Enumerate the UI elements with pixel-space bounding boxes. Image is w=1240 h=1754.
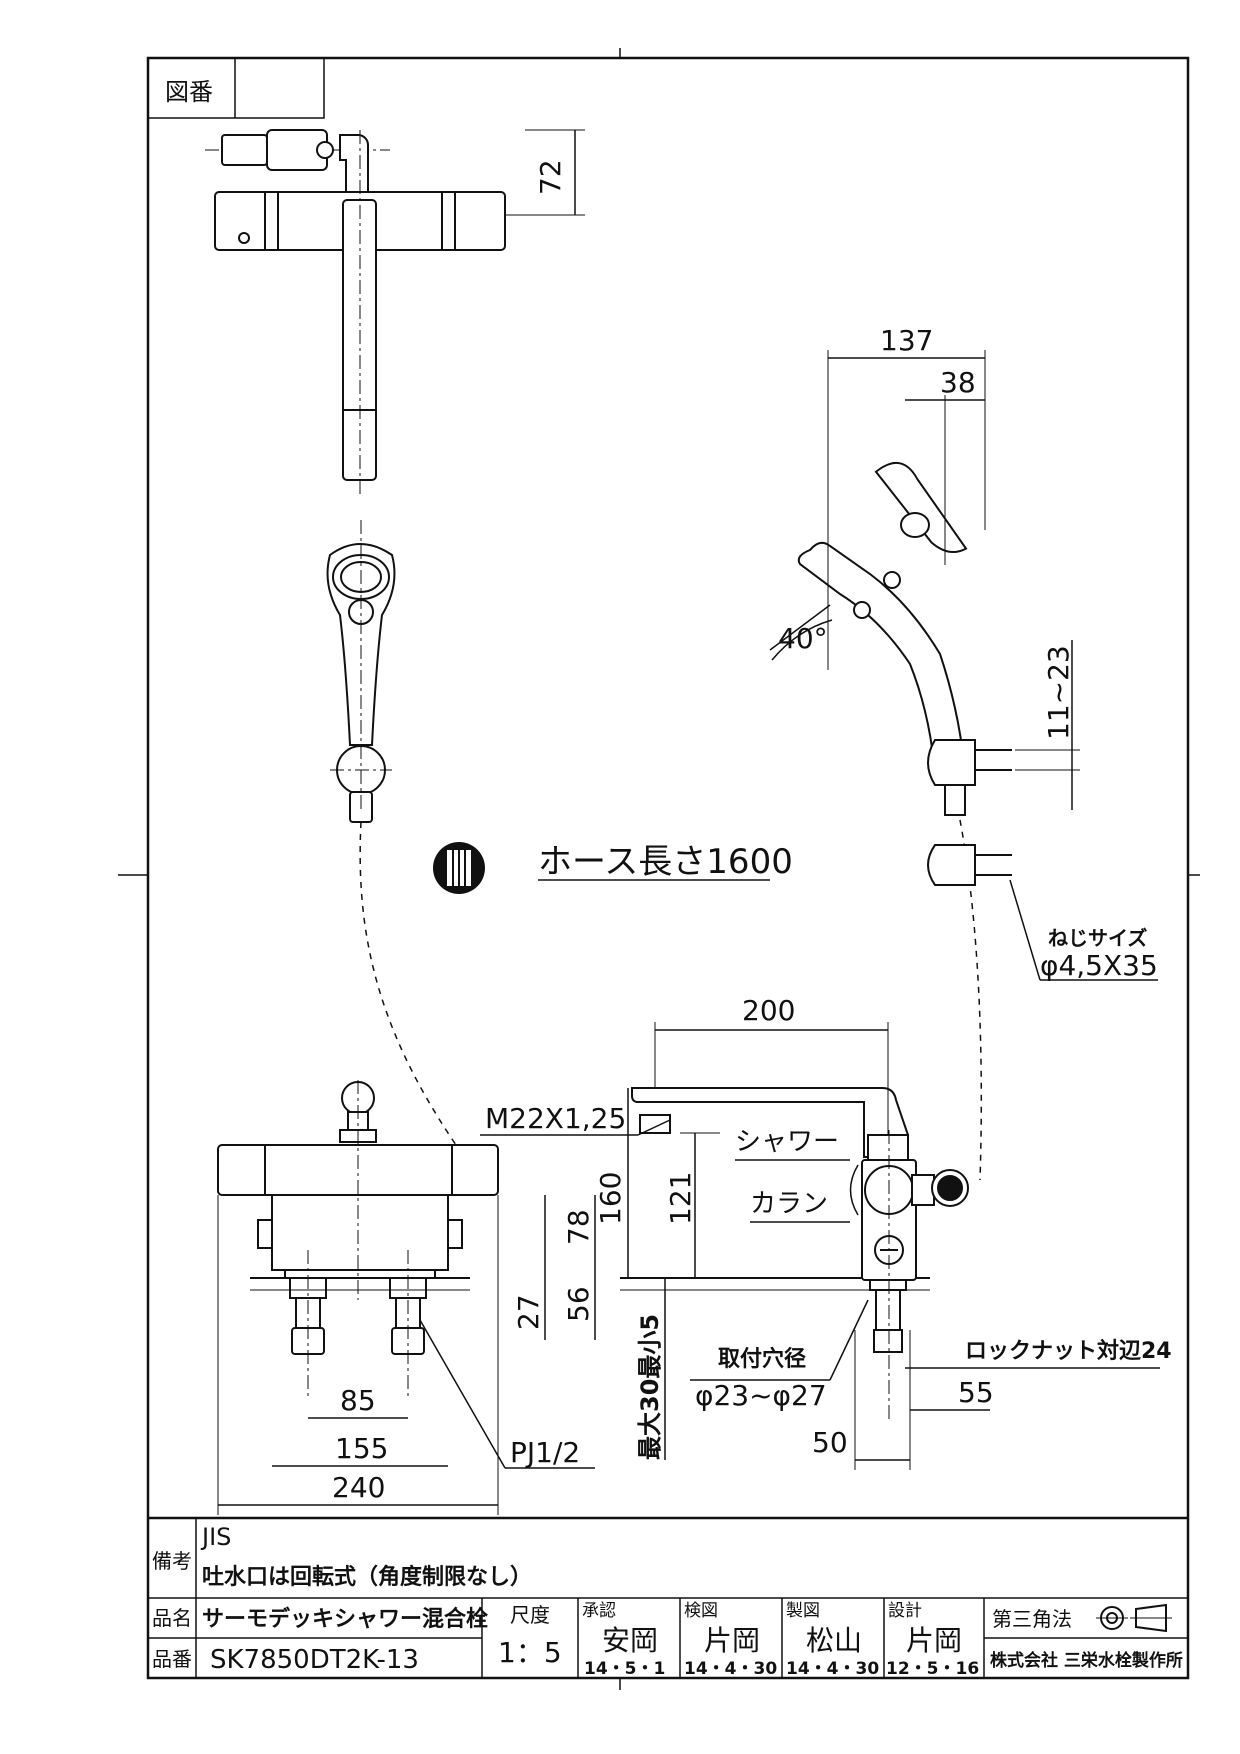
title-block: 備考 JIS 吐水口は回転式（角度制限なし） 品名 サーモデッキシャワー混合栓 … (148, 1516, 1188, 1679)
top-view (205, 129, 506, 495)
remarks-line2: 吐水口は回転式（角度制限なし） (202, 1564, 532, 1590)
projection-label: 第三角法 (992, 1607, 1072, 1631)
approved-date: 14・5・1 (584, 1659, 665, 1679)
product-name-label: 品名 (152, 1606, 192, 1630)
dim-angle-text: 40° (778, 622, 828, 655)
dim-side-55: 55 (958, 1376, 994, 1409)
scale-value: 1：5 (498, 1636, 562, 1669)
front-view (217, 1080, 499, 1400)
product-name: サーモデッキシャワー混合栓 (202, 1606, 488, 1632)
hose-end-icon (433, 842, 485, 894)
dim-shank-length: 27 (512, 1294, 545, 1330)
dim-spout-reach: 200 (742, 994, 795, 1027)
dim-base-height: 56 (562, 1286, 595, 1322)
pipe-thread-callout: PJ1/2 (419, 1319, 595, 1469)
remarks-label: 備考 (152, 1549, 192, 1573)
dim-side-50: 50 (812, 1426, 848, 1459)
designed-label: 設計 (888, 1601, 922, 1621)
approved-name: 安岡 (602, 1624, 658, 1657)
dim-top-height: 72 (534, 159, 567, 195)
thread-label: M22X1,25 (485, 1102, 626, 1135)
designed-name: 片岡 (906, 1624, 962, 1657)
hose-path (359, 821, 471, 1166)
remarks-line1: JIS (200, 1523, 231, 1551)
hand-shower-front (326, 520, 396, 823)
lock-nut-label: ロックナット対辺24 (965, 1339, 1172, 1364)
approved-label: 承認 (582, 1601, 616, 1621)
dim-holder-range: 11~23 (1042, 645, 1075, 740)
designed-date: 12・5・16 (886, 1659, 979, 1679)
karan-label: カラン (750, 1189, 828, 1219)
dims-front: 78 56 27 85 155 240 (217, 1195, 596, 1515)
drawing-number-box: 図番 (147, 57, 325, 119)
drawn-date: 14・4・30 (786, 1659, 879, 1679)
product-number: SK7850DT2K-13 (210, 1645, 419, 1675)
drawing-number-label: 図番 (165, 78, 213, 106)
checked-name: 片岡 (704, 1624, 760, 1657)
dim-angle: 40° (769, 604, 833, 661)
mount-hole-title: 取付穴径 (718, 1346, 806, 1372)
checked-date: 14・4・30 (684, 1659, 777, 1679)
dim-137: 137 (827, 324, 986, 670)
dim-11-23: 11~23 (1015, 640, 1080, 810)
company-name: 株式会社 三栄水栓製作所 (990, 1650, 1183, 1671)
dim-38: 38 (905, 366, 985, 565)
third-angle-projection-icon (1096, 1603, 1172, 1633)
dim-pitch: 85 (340, 1384, 376, 1417)
mount-hole-text: φ23~φ27 (695, 1379, 827, 1412)
shower-label: シャワー (735, 1127, 839, 1157)
drawing-border (146, 56, 1190, 1680)
callouts-side: M22X1,25 シャワー カラン 取付穴径 φ23~φ27 ロックナット対辺2… (480, 1102, 1172, 1412)
checked-label: 検図 (684, 1601, 718, 1621)
dim-72: 72 (505, 129, 585, 216)
dim-side-offset: 38 (940, 366, 976, 399)
drawn-name: 松山 (806, 1624, 862, 1657)
dim-total-height: 160 (594, 1172, 627, 1225)
dim-spout-height: 121 (664, 1172, 697, 1225)
hose-length-label: ホース長さ1600 (538, 842, 793, 882)
screw-size-callout: ねじサイズ φ4,5X35 (1009, 879, 1158, 982)
product-number-label: 品番 (152, 1647, 192, 1671)
hand-shower-side (797, 462, 1012, 886)
dim-side-width: 137 (880, 324, 933, 357)
dim-width-155: 155 (335, 1432, 388, 1465)
screw-size-title: ねじサイズ (1048, 926, 1147, 950)
pipe-thread-text: PJ1/2 (510, 1436, 580, 1469)
dim-thickness-range: 最大30最小5 (636, 1314, 664, 1460)
dim-width-240: 240 (332, 1471, 385, 1504)
scale-label: 尺度 (510, 1603, 550, 1627)
dims-side: 200 160 121 最大30最小5 50 55 (594, 994, 994, 1470)
drawn-label: 製図 (786, 1601, 820, 1621)
dim-body-height: 78 (562, 1209, 595, 1245)
screw-size-text: φ4,5X35 (1040, 949, 1158, 982)
